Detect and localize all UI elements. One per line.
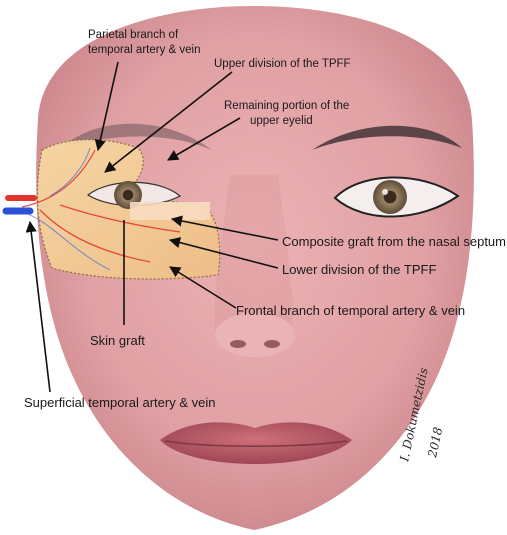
composite-graft-area <box>130 202 210 220</box>
left-nostril <box>230 340 246 348</box>
left-iris <box>373 180 407 214</box>
right-nostril <box>264 340 280 348</box>
label-composite-graft: Composite graft from the nasal septum <box>282 234 506 249</box>
label-superficial: Superficial temporal artery & vein <box>24 395 215 410</box>
left-pupil-highlight <box>382 189 388 195</box>
label-skin-graft: Skin graft <box>90 333 145 348</box>
label-remaining-line1: Remaining portion of the <box>224 100 349 112</box>
label-upper-division: Upper division of the TPFF <box>214 58 351 70</box>
signature-year: 2018 <box>425 425 445 459</box>
label-parietal-line1: Parietal branch of <box>88 29 179 41</box>
label-remaining-line2: upper eyelid <box>250 115 313 127</box>
label-frontal-branch: Frontal branch of temporal artery & vein <box>236 303 465 318</box>
label-parietal-line2: temporal artery & vein <box>88 44 201 56</box>
nose-tip <box>215 313 295 357</box>
label-lower-division: Lower division of the TPFF <box>282 262 436 277</box>
